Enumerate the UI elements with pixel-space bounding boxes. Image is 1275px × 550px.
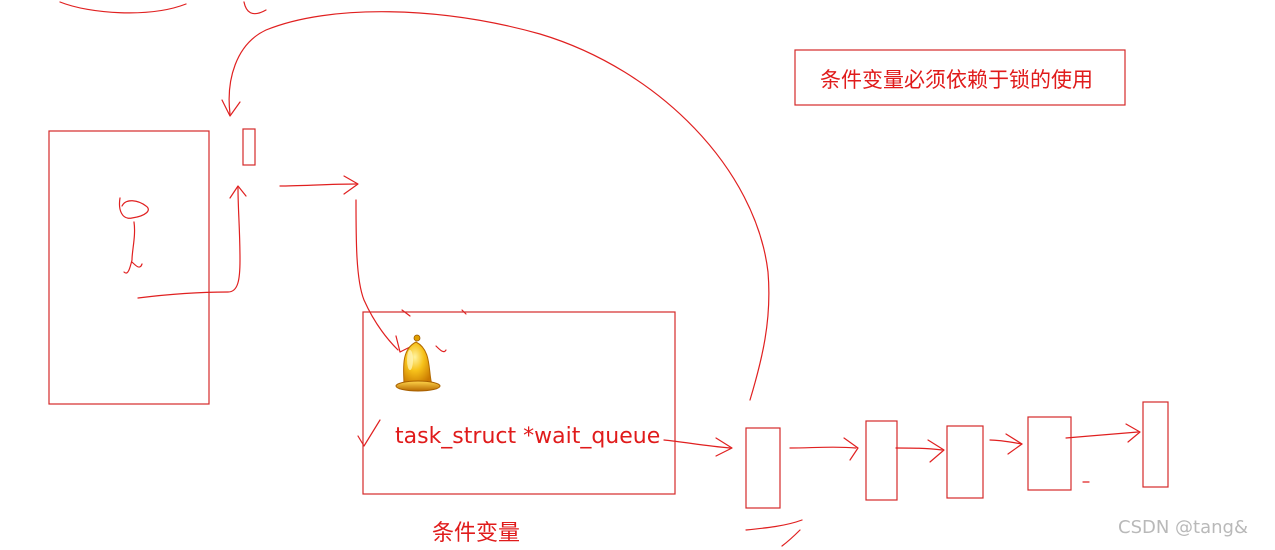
- queue-node: [1027, 416, 1072, 491]
- thread-to-lock-line: [137, 187, 241, 299]
- wait-queue-arrow-line: [663, 439, 731, 449]
- node-link-4-head: [1125, 423, 1141, 443]
- lock-box: [242, 128, 256, 166]
- note-text: 条件变量必须依赖于锁的使用: [820, 68, 1093, 92]
- thread-scribble: [118, 197, 149, 274]
- down-to-cond-arrowhead: [395, 335, 413, 353]
- bell-icon: [395, 334, 441, 392]
- return-curve: [228, 11, 770, 401]
- node-link-2-head: [927, 439, 945, 463]
- node-link-4: [1065, 431, 1139, 439]
- node-link-2: [895, 447, 943, 451]
- queue-node: [946, 425, 984, 499]
- condition-variable-caption: 条件变量: [432, 521, 521, 546]
- queue-node: [865, 420, 898, 501]
- top-scribble: [59, 1, 187, 14]
- return-curve-arrowhead: [221, 99, 241, 117]
- wait-queue-tick: [357, 419, 381, 447]
- thread-to-lock-arrowhead: [229, 185, 247, 199]
- watermark-text: CSDN @tang&: [1118, 517, 1248, 538]
- top-scribble-small: [243, 1, 267, 15]
- bottom-scribble: [745, 519, 803, 547]
- wait-queue-label: task_struct *wait_queue: [395, 424, 661, 449]
- condition-variable-box: [362, 311, 676, 495]
- wait-queue-arrowhead: [715, 437, 733, 457]
- bell-scribble: [435, 345, 447, 353]
- queue-node: [745, 427, 781, 509]
- lock-right-arrowhead: [343, 175, 359, 195]
- thread-box: [48, 130, 210, 405]
- cond-top-tick: [401, 309, 467, 317]
- note-box: [794, 49, 1126, 106]
- node-link-1-head: [843, 437, 859, 461]
- node-link-3-head: [1005, 433, 1023, 455]
- queue-node: [1142, 401, 1169, 488]
- node-link-3: [989, 439, 1023, 445]
- down-to-cond-line: [355, 199, 399, 351]
- node-link-1: [789, 446, 857, 449]
- lock-right-line: [279, 183, 357, 187]
